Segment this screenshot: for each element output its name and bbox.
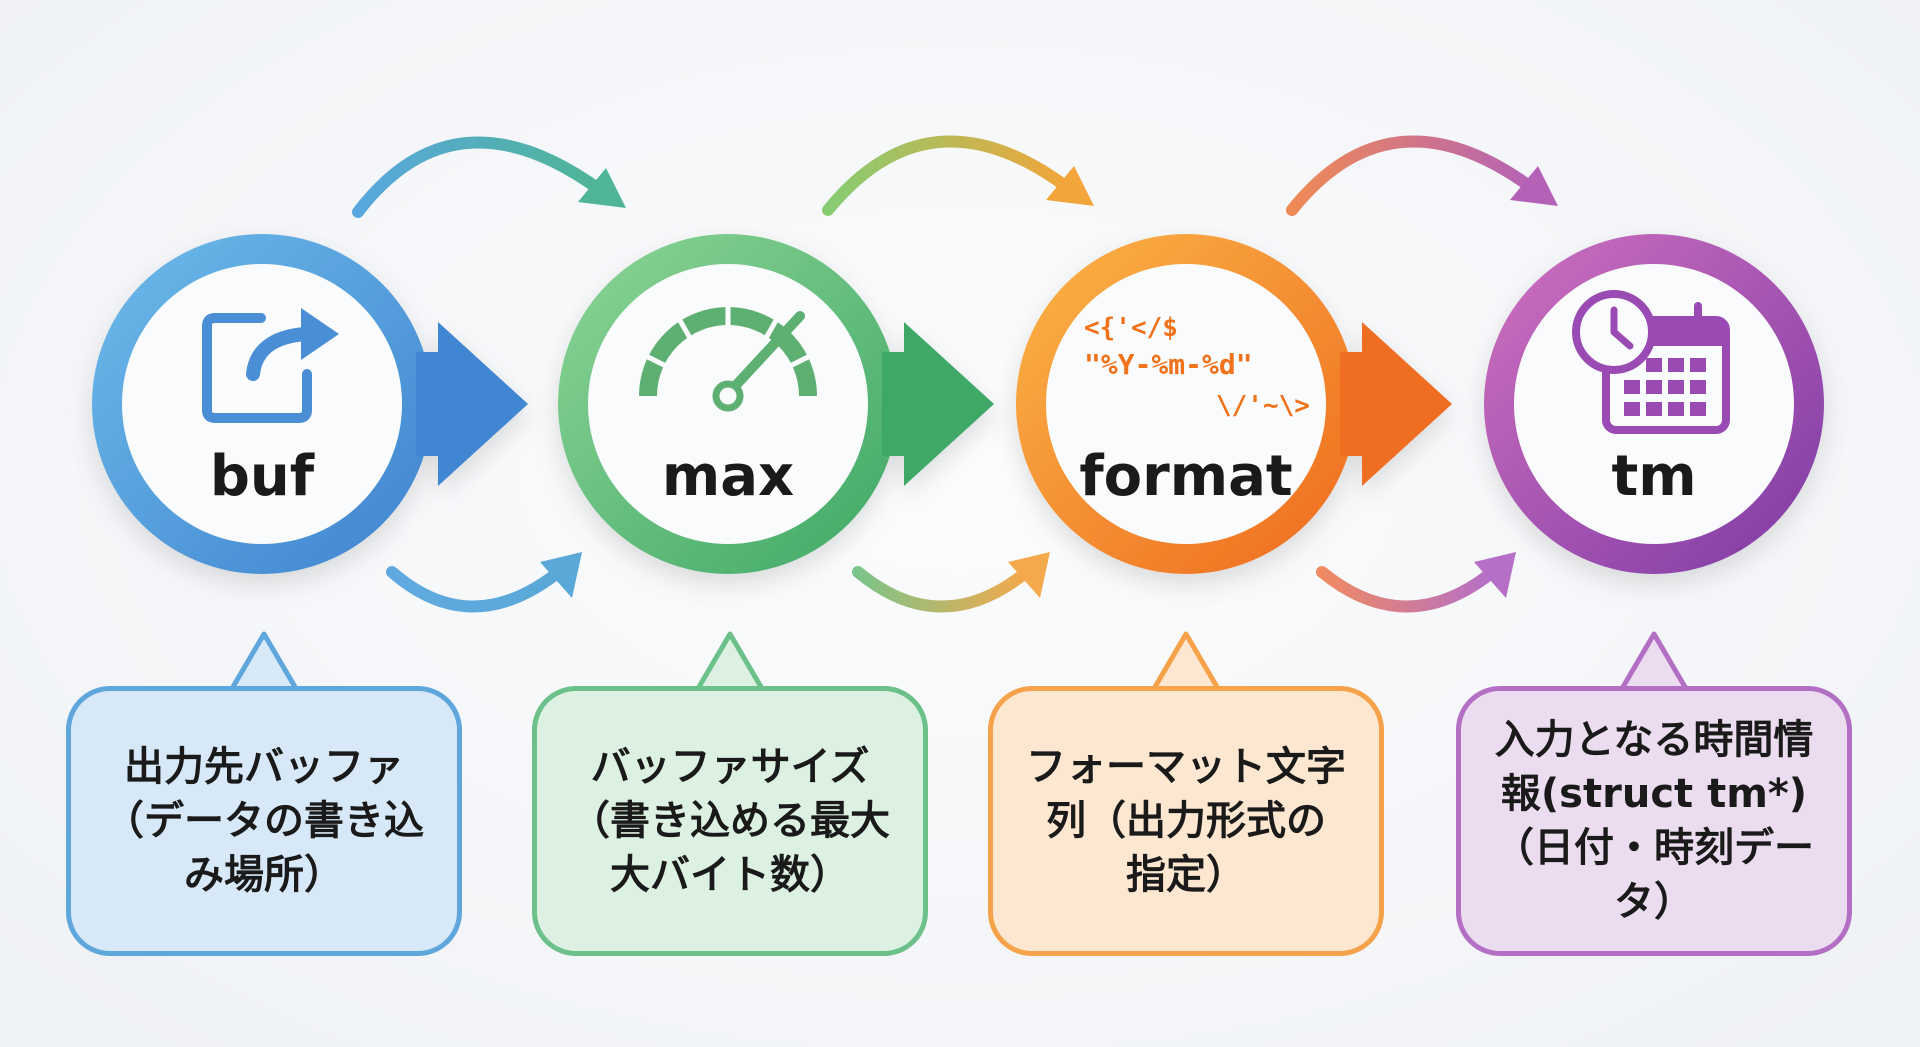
node-max [558, 234, 994, 574]
flow-arc-lower-1 [386, 552, 582, 613]
callout-max-text: バッファサイズ （書き込める最大 大バイト数） [570, 740, 890, 902]
callout-buf-line-3: み場所） [184, 852, 344, 898]
node-max-label: max [662, 444, 794, 509]
callout-pointer-max [693, 631, 767, 694]
callout-buf: 出力先バッファ （データの書き込 み場所） [66, 686, 462, 956]
callout-tm-line-1: 入力となる時間情 [1494, 717, 1814, 763]
flow-arc-upper-3 [1286, 135, 1558, 216]
callout-max: バッファサイズ （書き込める最大 大バイト数） [532, 686, 928, 956]
code-line-1: <{'</$ [1084, 313, 1178, 343]
node-tm-label: tm [1611, 444, 1696, 509]
flow-arc-upper-1 [352, 136, 626, 218]
callout-tm-line-2: 報(struct tm*) [1500, 771, 1808, 817]
callout-format-line-1: フォーマット文字 [1026, 744, 1346, 790]
callout-pointer-buf [227, 631, 301, 694]
node-format-label: format [1079, 444, 1292, 509]
callout-format-text: フォーマット文字 列（出力形式の 指定） [1026, 740, 1346, 902]
flow-arc-lower-2 [852, 552, 1050, 613]
code-snippet-icon: <{'</$ "%Y-%m-%d" \/'~\> [1084, 313, 1310, 421]
callout-buf-line-2: （データの書き込 [104, 798, 424, 844]
callout-max-line-1: バッファサイズ [590, 744, 870, 790]
node-format [1016, 234, 1452, 574]
share-export-icon [202, 308, 339, 423]
callout-tm: 入力となる時間情 報(struct tm*) （日付・時刻データ） [1456, 686, 1852, 956]
callout-buf-line-1: 出力先バッファ [124, 744, 404, 790]
code-line-3: \/'~\> [1216, 391, 1310, 421]
callout-pointer-tm [1617, 631, 1691, 694]
callout-pointer-format [1149, 631, 1223, 694]
callout-max-line-2: （書き込める最大 [570, 798, 890, 844]
callout-buf-text: 出力先バッファ （データの書き込 み場所） [104, 740, 424, 902]
callout-tm-text: 入力となる時間情 報(struct tm*) （日付・時刻データ） [1491, 713, 1817, 929]
code-line-2: "%Y-%m-%d" [1084, 348, 1253, 381]
node-buf-label: buf [210, 444, 315, 509]
callout-max-line-3: 大バイト数） [610, 852, 850, 898]
clock-calendar-icon [1572, 290, 1730, 434]
flow-arc-lower-3 [1316, 552, 1516, 613]
callout-format-line-2: 列（出力形式の [1046, 798, 1326, 844]
callout-format: フォーマット文字 列（出力形式の 指定） [988, 686, 1384, 956]
callout-tm-line-3: （日付・時刻データ） [1494, 825, 1814, 925]
speedometer-gauge-icon [636, 298, 820, 412]
callout-format-line-3: 指定） [1126, 852, 1246, 898]
flow-arc-upper-2 [822, 135, 1094, 216]
